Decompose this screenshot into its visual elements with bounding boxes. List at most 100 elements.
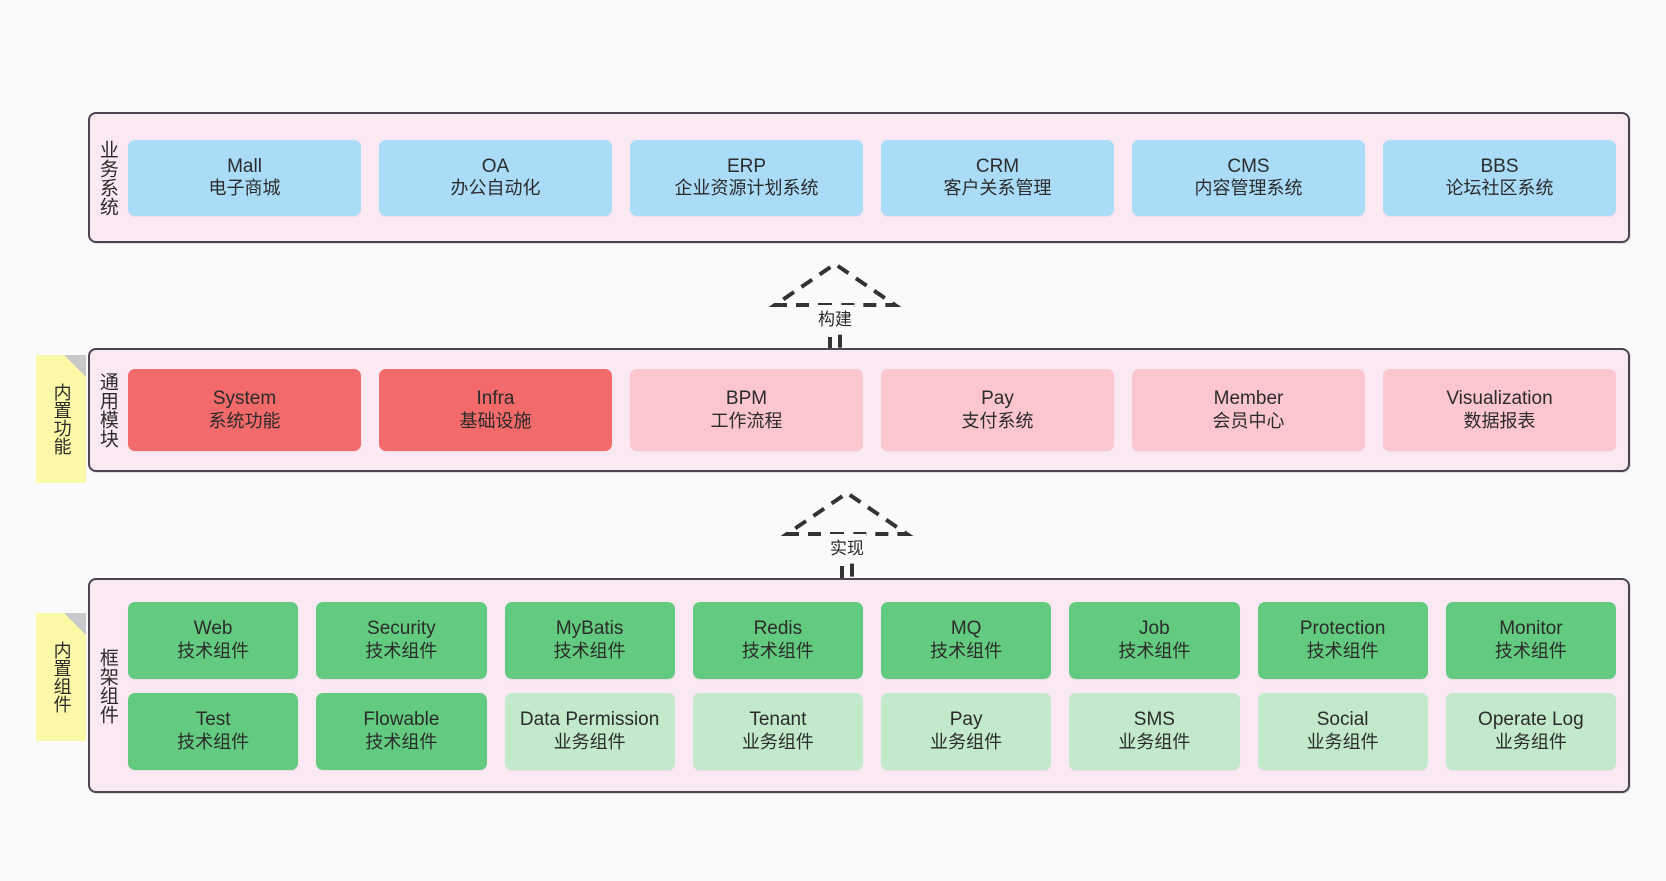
node-oa[interactable]: OA 办公自动化 — [379, 139, 612, 216]
layer-title-framework-component: 框架组件 — [96, 647, 118, 724]
node-title: SMS — [1133, 709, 1175, 731]
layer-body-framework-component: Web 技术组件 Security 技术组件 MyBatis 技术组件 Redi… — [124, 580, 1628, 791]
node-cms[interactable]: CMS 内容管理系统 — [1132, 139, 1365, 216]
node-title: Protection — [1299, 618, 1386, 640]
node-subtitle: 业务组件 — [553, 731, 626, 752]
node-tenant[interactable]: Tenant 业务组件 — [692, 692, 863, 770]
node-row: Mall 电子商城 OA 办公自动化 ERP 企业资源计划系统 CRM 客户关系… — [128, 139, 1616, 216]
node-subtitle: 会员中心 — [1212, 410, 1285, 431]
node-title: CMS — [1227, 155, 1270, 177]
node-subtitle: 技术组件 — [365, 731, 438, 752]
node-title: MQ — [950, 618, 982, 640]
node-title: Web — [193, 618, 233, 640]
sticky-note-label: 内置组件 — [51, 641, 72, 713]
node-subtitle: 技术组件 — [1118, 640, 1191, 661]
node-subtitle: 支付系统 — [961, 410, 1034, 431]
node-sms[interactable]: SMS 业务组件 — [1069, 692, 1240, 770]
sticky-note-builtin-component: 内置组件 — [36, 613, 86, 741]
node-subtitle: 系统功能 — [208, 410, 281, 431]
node-redis[interactable]: Redis 技术组件 — [692, 601, 863, 679]
node-subtitle: 数据报表 — [1463, 410, 1536, 431]
node-subtitle: 业务组件 — [930, 731, 1003, 752]
node-member[interactable]: Member 会员中心 — [1132, 369, 1365, 451]
node-title: Tenant — [749, 709, 807, 731]
node-web[interactable]: Web 技术组件 — [128, 601, 299, 679]
node-subtitle: 技术组件 — [177, 731, 250, 752]
node-subtitle: 技术组件 — [930, 640, 1003, 661]
connector-build-label: 构建 — [816, 305, 854, 330]
node-flowable[interactable]: Flowable 技术组件 — [316, 692, 487, 770]
node-subtitle: 工作流程 — [710, 410, 783, 431]
node-mq[interactable]: MQ 技术组件 — [881, 601, 1052, 679]
node-protection[interactable]: Protection 技术组件 — [1257, 601, 1428, 679]
node-subtitle: 技术组件 — [1306, 640, 1379, 661]
node-row: Test 技术组件 Flowable 技术组件 Data Permission … — [128, 692, 1616, 770]
node-title: Data Permission — [519, 709, 660, 731]
node-bpm[interactable]: BPM 工作流程 — [630, 369, 863, 451]
node-security[interactable]: Security 技术组件 — [316, 601, 487, 679]
node-title: CRM — [975, 155, 1020, 177]
node-row: Web 技术组件 Security 技术组件 MyBatis 技术组件 Redi… — [128, 601, 1616, 679]
node-title: Member — [1213, 388, 1284, 410]
node-subtitle: 技术组件 — [741, 640, 814, 661]
node-subtitle: 基础设施 — [459, 410, 532, 431]
node-bbs[interactable]: BBS 论坛社区系统 — [1383, 139, 1616, 216]
node-subtitle: 办公自动化 — [450, 178, 541, 199]
node-title: Redis — [753, 618, 803, 640]
node-visualization[interactable]: Visualization 数据报表 — [1383, 369, 1616, 451]
sticky-note-label: 内置功能 — [51, 383, 72, 455]
node-title: Security — [367, 618, 436, 640]
node-title: ERP — [726, 155, 767, 177]
node-subtitle: 业务组件 — [741, 731, 814, 752]
node-system[interactable]: System 系统功能 — [128, 369, 361, 451]
node-erp[interactable]: ERP 企业资源计划系统 — [630, 139, 863, 216]
node-monitor[interactable]: Monitor 技术组件 — [1445, 601, 1616, 679]
node-subtitle: 技术组件 — [553, 640, 626, 661]
node-subtitle: 技术组件 — [177, 640, 250, 661]
node-subtitle: 论坛社区系统 — [1445, 178, 1554, 199]
node-subtitle: 技术组件 — [365, 640, 438, 661]
node-title: Infra — [476, 388, 515, 410]
node-data-permission[interactable]: Data Permission 业务组件 — [504, 692, 675, 770]
node-mall[interactable]: Mall 电子商城 — [128, 139, 361, 216]
sticky-note-builtin-function: 内置功能 — [36, 355, 86, 483]
node-social[interactable]: Social 业务组件 — [1257, 692, 1428, 770]
node-title: Monitor — [1499, 618, 1563, 640]
node-subtitle: 业务组件 — [1306, 731, 1379, 752]
node-title: Flowable — [363, 709, 440, 731]
node-mybatis[interactable]: MyBatis 技术组件 — [504, 601, 675, 679]
node-infra[interactable]: Infra 基础设施 — [379, 369, 612, 451]
node-title: Pay — [949, 709, 983, 731]
node-title: Pay — [981, 388, 1014, 410]
node-title: OA — [481, 155, 510, 177]
node-title: BPM — [725, 388, 768, 410]
node-operate-log[interactable]: Operate Log 业务组件 — [1445, 692, 1616, 770]
node-crm[interactable]: CRM 客户关系管理 — [881, 139, 1114, 216]
connector-implement-arrow-icon: 实现 — [772, 487, 922, 579]
note-fold-corner-icon — [64, 613, 86, 635]
layer-body-business-system: Mall 电子商城 OA 办公自动化 ERP 企业资源计划系统 CRM 客户关系… — [124, 114, 1628, 241]
node-title: Job — [1139, 618, 1170, 640]
layer-body-common-module: System 系统功能 Infra 基础设施 BPM 工作流程 Pay 支付系统… — [124, 350, 1628, 470]
node-subtitle: 内容管理系统 — [1194, 178, 1303, 199]
node-title: System — [212, 388, 277, 410]
node-title: Mall — [227, 155, 262, 177]
node-subtitle: 业务组件 — [1494, 731, 1567, 752]
connector-implement-label: 实现 — [828, 534, 866, 559]
node-pay[interactable]: Pay 支付系统 — [881, 369, 1114, 451]
layer-business-system: 业务系统 Mall 电子商城 OA 办公自动化 ERP 企业资源计划系统 CRM… — [88, 112, 1630, 243]
node-pay-component[interactable]: Pay 业务组件 — [881, 692, 1052, 770]
node-job[interactable]: Job 技术组件 — [1069, 601, 1240, 679]
node-subtitle: 客户关系管理 — [943, 178, 1052, 199]
node-subtitle: 业务组件 — [1118, 731, 1191, 752]
layer-common-module: 通用模块 System 系统功能 Infra 基础设施 BPM 工作流程 Pay… — [88, 348, 1630, 472]
layer-framework-component: 框架组件 Web 技术组件 Security 技术组件 MyBatis 技术组件… — [88, 578, 1630, 793]
layer-title-common-module: 通用模块 — [96, 372, 118, 448]
layer-title-business-system: 业务系统 — [96, 139, 118, 216]
node-title: Visualization — [1446, 388, 1553, 410]
node-test[interactable]: Test 技术组件 — [128, 692, 299, 770]
connector-build-arrow-icon: 构建 — [760, 258, 910, 350]
node-subtitle: 技术组件 — [1494, 640, 1567, 661]
node-title: BBS — [1480, 155, 1519, 177]
